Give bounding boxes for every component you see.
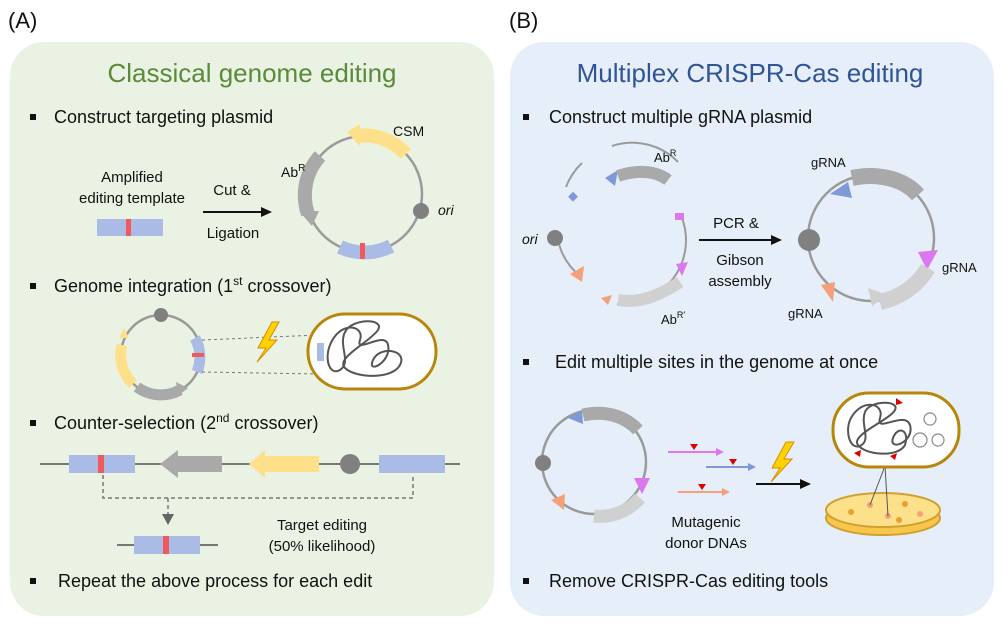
- bacterial-cell: [831, 391, 961, 469]
- ligation-label: Ligation: [207, 225, 260, 242]
- panel-a-title: Classical genome editing: [107, 58, 396, 88]
- panel-a-bullet-construct: Construct targeting plasmid: [54, 107, 273, 127]
- donor-label-line1: Mutagenic: [671, 514, 741, 531]
- antibiotic-resistance-label: AbR: [281, 163, 305, 180]
- panel-b-bullet-remove: Remove CRISPR-Cas editing tools: [549, 571, 828, 591]
- targeting-plasmid: [297, 124, 429, 260]
- bullet-marker: [30, 578, 36, 584]
- crossover-dashed-bracket: [102, 475, 414, 525]
- likelihood-label: (50% likelihood): [269, 538, 376, 555]
- panel-b-background: [510, 42, 994, 616]
- panel-b-letter: (B): [509, 8, 538, 33]
- edited-genome: [117, 536, 218, 554]
- antibiotic-resistance-alt-label: AbR′: [661, 310, 685, 327]
- dashed-link-lines: [201, 334, 319, 375]
- integration-plasmid: [115, 308, 206, 401]
- fragmented-plasmid: [547, 141, 688, 307]
- assembled-grna-plasmid: [798, 168, 938, 310]
- template-label-line1: Amplified: [101, 169, 163, 186]
- cut-label: Cut &: [213, 182, 251, 199]
- panel-a-bullet-integration: Genome integration (1st crossover): [54, 274, 331, 296]
- csm-label: CSM: [393, 123, 424, 139]
- right-arrow-icon: [699, 235, 782, 245]
- colony-zoom-lines: [869, 465, 889, 517]
- grna-label-bottom: gRNA: [788, 306, 823, 321]
- template-label-line2: editing template: [79, 190, 185, 207]
- gibson-label: Gibson: [716, 252, 764, 269]
- ori-label: ori: [522, 231, 538, 247]
- bullet-marker: [30, 420, 36, 426]
- bullet-marker: [30, 114, 36, 120]
- bullet-marker: [30, 283, 36, 289]
- bullet-marker: [523, 578, 529, 584]
- bullet-marker: [523, 359, 529, 365]
- bacterial-cell: [306, 312, 438, 391]
- petri-dish: [825, 492, 941, 536]
- donor-dna-fragments: [668, 444, 756, 496]
- panel-a-bullet-counterselection: Counter-selection (2nd crossover): [54, 411, 318, 433]
- bullet-marker: [523, 114, 529, 120]
- antibiotic-resistance-label: AbR: [654, 148, 677, 165]
- lightning-icon: [256, 321, 280, 363]
- linear-genome: [40, 450, 460, 478]
- assembly-label: assembly: [708, 273, 772, 290]
- grna-label-top: gRNA: [811, 155, 846, 170]
- editing-template: [97, 219, 163, 236]
- donor-label-line2: donor DNAs: [665, 535, 747, 552]
- target-editing-label: Target editing: [277, 517, 367, 534]
- grna-label-right: gRNA: [942, 260, 977, 275]
- panel-a-letter: (A): [8, 8, 37, 33]
- panel-b-bullet-construct: Construct multiple gRNA plasmid: [549, 107, 812, 127]
- ori-label: ori: [438, 202, 454, 218]
- pcr-label: PCR &: [713, 215, 759, 232]
- right-arrow-icon: [756, 479, 811, 489]
- small-grna-plasmid: [535, 406, 650, 523]
- panel-b-title: Multiplex CRISPR-Cas editing: [577, 58, 924, 88]
- panel-b-bullet-edit: Edit multiple sites in the genome at onc…: [555, 352, 878, 372]
- right-arrow-icon: [203, 207, 272, 217]
- lightning-icon: [770, 441, 795, 483]
- panel-a-bullet-repeat: Repeat the above process for each edit: [58, 571, 372, 591]
